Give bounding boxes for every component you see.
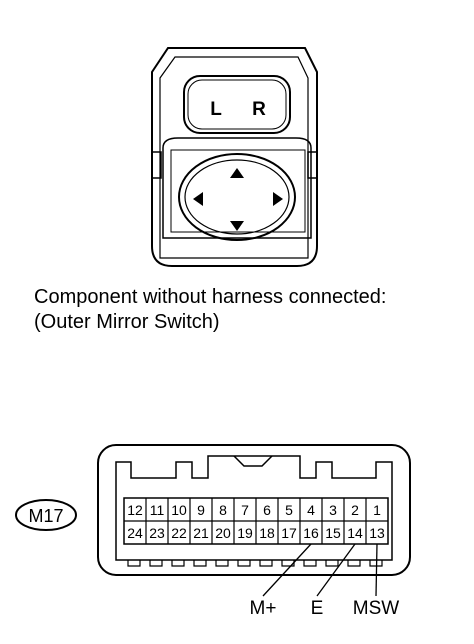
pin-number: 20	[215, 525, 231, 541]
connector-id: M17	[28, 506, 63, 526]
pin-number: 16	[303, 525, 319, 541]
terminal-labels: M+ E MSW	[250, 598, 400, 619]
pin-number: 6	[263, 502, 271, 518]
pin-number: 11	[150, 502, 165, 518]
terminal-label: MSW	[353, 598, 400, 619]
pin-number: 4	[307, 502, 315, 518]
pin-number: 5	[285, 502, 293, 518]
pin-number: 9	[197, 502, 205, 518]
pin-number: 2	[351, 502, 359, 518]
caption-line-1: Component without harness connected:	[34, 286, 387, 308]
leader-lines	[262, 543, 378, 597]
pin-number: 21	[193, 525, 209, 541]
pin-number: 7	[241, 502, 249, 518]
arrow-left-icon	[193, 192, 203, 206]
connector-id-badge: M17	[15, 499, 77, 531]
terminal-label: M+	[250, 598, 277, 619]
pin-number: 1	[373, 502, 381, 518]
pin-number: 10	[171, 502, 187, 518]
pin-number: 13	[369, 525, 385, 541]
terminal-label: E	[311, 598, 324, 619]
connector-body	[97, 444, 411, 576]
leader-line-16	[262, 543, 312, 597]
pin-number: 3	[329, 502, 337, 518]
pin-number: 12	[127, 502, 143, 518]
arrow-up-icon	[230, 168, 244, 178]
pin-number: 17	[281, 525, 297, 541]
pin-number: 22	[171, 525, 187, 541]
arrow-right-icon	[273, 192, 283, 206]
pin-number: 18	[259, 525, 275, 541]
pin-number: 19	[237, 525, 253, 541]
pin-number: 15	[325, 525, 341, 541]
pin-number: 24	[127, 525, 143, 541]
switch-right-label: R	[252, 99, 266, 120]
caption-line-2: (Outer Mirror Switch)	[34, 311, 220, 333]
leader-line-14	[316, 543, 356, 597]
leader-line-13	[375, 543, 378, 597]
joystick-arrows	[193, 168, 283, 231]
pin-number: 8	[219, 502, 227, 518]
arrow-down-icon	[230, 221, 244, 231]
pin-number: 23	[149, 525, 165, 541]
mirror-switch-illustration	[151, 47, 318, 267]
pin-number: 14	[347, 525, 363, 541]
switch-left-label: L	[210, 99, 222, 120]
